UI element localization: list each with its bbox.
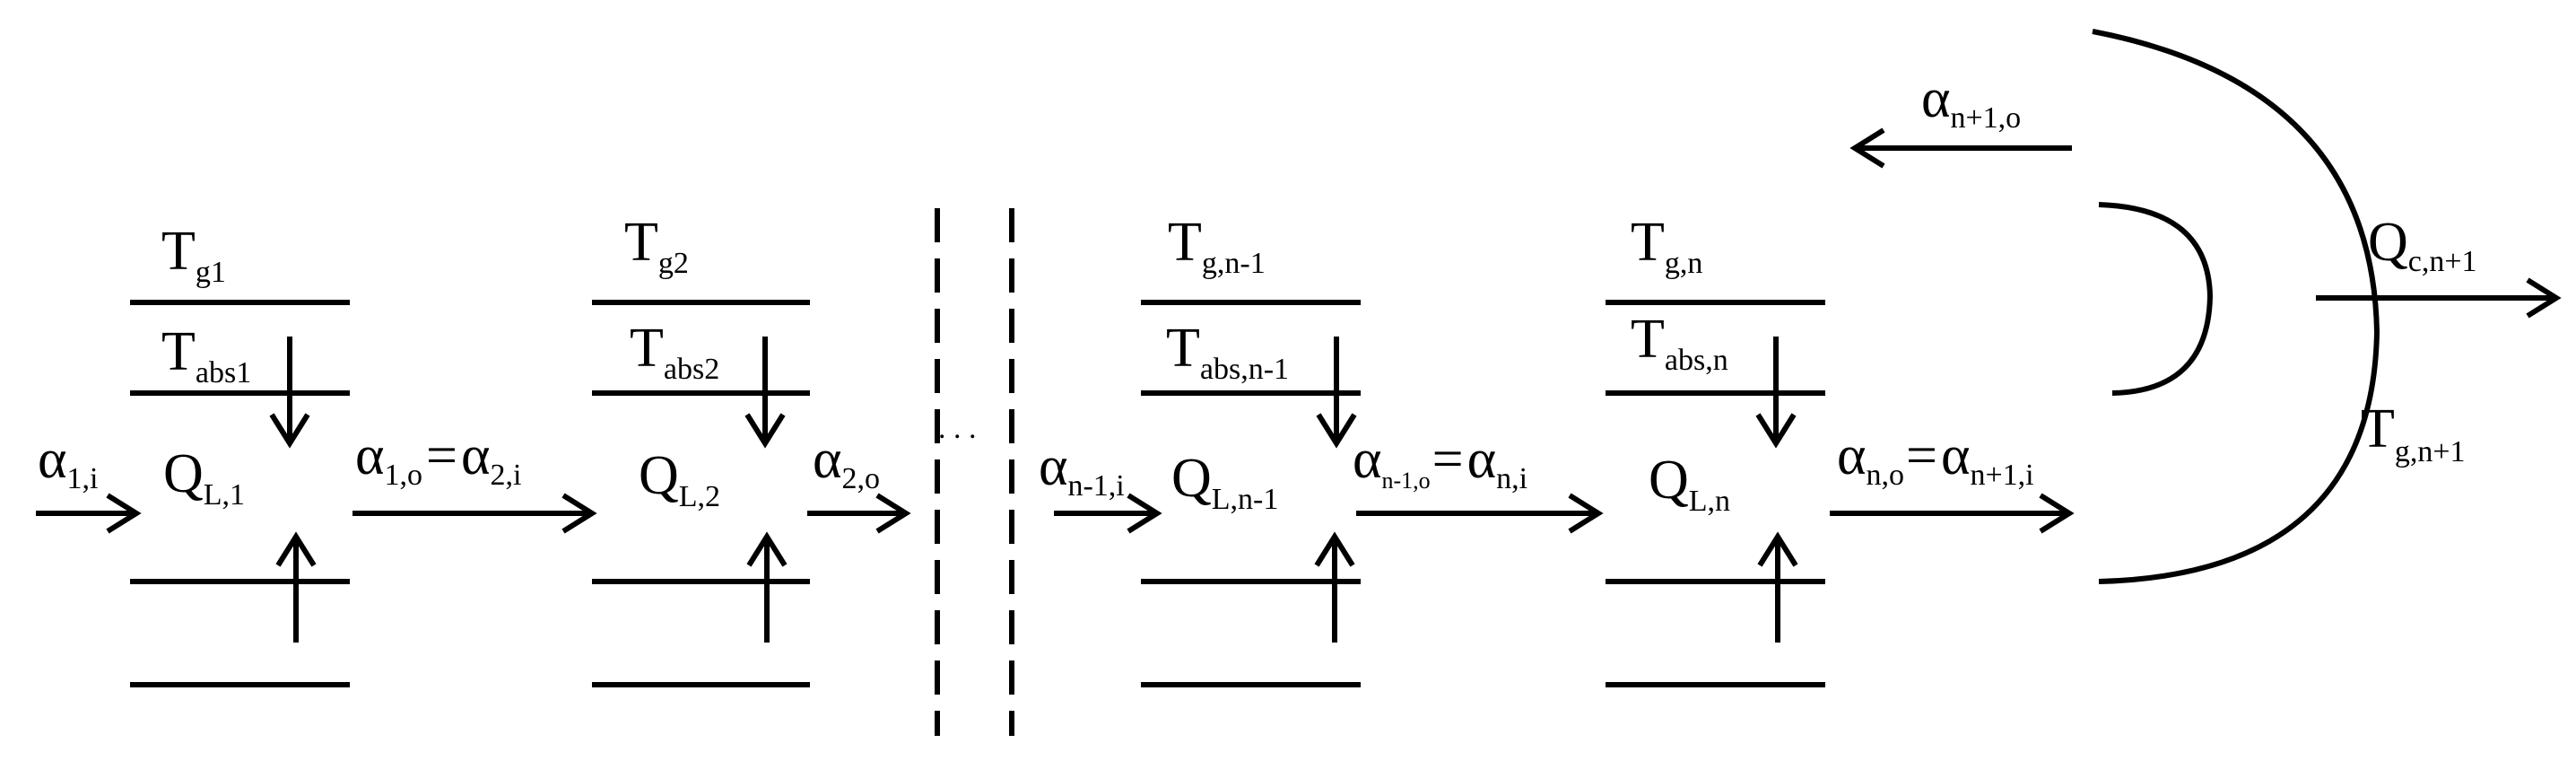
label-alpha-n1i: αn-1,i <box>1039 436 1125 503</box>
arrow-alpha-1i <box>36 493 142 534</box>
label-alpha-n1o-eq-ni: αn-1,o=αn,i <box>1353 429 1527 495</box>
arrow-q-c-np1 <box>2316 277 2562 319</box>
stage-n-down-arrow <box>1755 337 1797 449</box>
end-stage-gas-temp: Tg,n+1 <box>2361 398 2466 468</box>
stage-n-1-down-arrow <box>1316 337 1357 449</box>
arrow-alpha-no <box>1830 493 2075 534</box>
label-alpha-1o-eq-2i: α1,o=α2,i <box>355 425 521 492</box>
stage-2-gas-temp: Tg2 <box>624 212 689 280</box>
end-stage-condenser-heat: Qc,n+1 <box>2368 212 2477 278</box>
flow-arrows <box>36 127 2562 534</box>
arrow-alpha-1o <box>352 493 597 534</box>
stage-1-gas-temp: Tg1 <box>161 221 226 289</box>
stage-n-absorber-temp: Tabs,n <box>1631 309 1728 377</box>
stage-n-1-heat-loss: QL,n-1 <box>1171 448 1278 516</box>
stage-1-up-arrow <box>275 531 317 643</box>
arrow-alpha-np1o <box>1849 127 2072 169</box>
ellipsis-dots: . . . <box>938 412 977 445</box>
stage-1-heat-loss: QL,1 <box>163 443 245 512</box>
stage-1: Tg1 Tabs1 QL,1 <box>130 221 350 687</box>
stage-2-up-arrow <box>746 531 788 643</box>
stage-2-down-arrow <box>744 337 786 449</box>
stage-2-heat-loss: QL,2 <box>639 445 720 513</box>
end-stage: Qc,n+1 Tg,n+1 <box>2092 29 2477 584</box>
label-alpha-np1o: αn+1,o <box>1921 68 2021 135</box>
stage-n: Tg,n Tabs,n QL,n <box>1606 212 1825 687</box>
stage-n-heat-loss: QL,n <box>1649 450 1730 518</box>
arrow-alpha-2o <box>807 493 911 534</box>
stage-n-1-up-arrow <box>1314 531 1355 643</box>
label-alpha-1i: α1,i <box>38 429 98 495</box>
label-alpha-2o: α2,o <box>813 429 880 495</box>
stage-n-1-absorber-temp: Tabs,n-1 <box>1166 318 1289 386</box>
stage-n-1: Tg,n-1 Tabs,n-1 QL,n-1 <box>1141 212 1361 687</box>
stage-2: Tg2 Tabs2 QL,2 <box>592 212 810 687</box>
end-stage-inner-arc <box>2098 202 2214 396</box>
stage-2-absorber-temp: Tabs2 <box>630 318 719 386</box>
arrow-alpha-n1i <box>1054 493 1162 534</box>
stage-n-up-arrow <box>1757 531 1798 643</box>
stage-1-down-arrow <box>269 337 310 449</box>
arrow-alpha-n1o <box>1356 493 1604 534</box>
label-alpha-no-eq-np1i: αn,o=αn+1,i <box>1837 425 2034 492</box>
stage-n-1-gas-temp: Tg,n-1 <box>1168 212 1266 280</box>
series-break: . . . <box>935 208 1014 736</box>
stage-n-gas-temp: Tg,n <box>1631 212 1702 280</box>
end-stage-outer-arc <box>2092 29 2380 584</box>
stage-1-absorber-temp: Tabs1 <box>161 321 251 389</box>
flow-labels: α1,i α1,o=α2,i α2,o αn-1,i αn-1,o=αn,i α… <box>38 68 2034 503</box>
